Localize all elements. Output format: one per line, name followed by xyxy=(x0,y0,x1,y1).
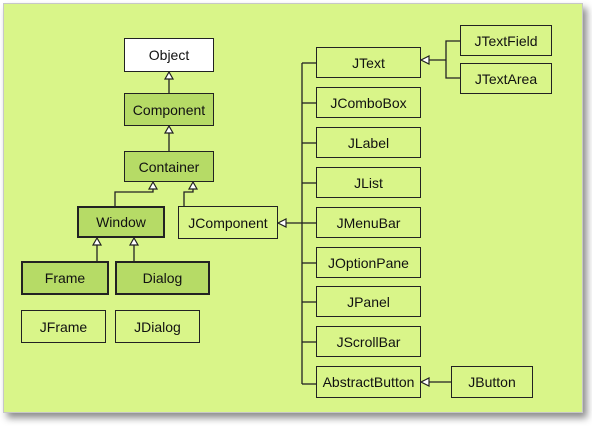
class-jtextarea: JTextArea xyxy=(460,63,552,94)
class-container: Container xyxy=(124,151,214,182)
class-jcomponent: JComponent xyxy=(178,206,278,239)
class-component: Component xyxy=(124,93,214,126)
arrowhead-container-right xyxy=(187,180,199,190)
class-jtextfield: JTextField xyxy=(460,25,552,56)
arrowhead-jcomponent xyxy=(276,218,287,228)
class-joptionpane: JOptionPane xyxy=(316,247,421,278)
class-jmenubar: JMenuBar xyxy=(316,207,421,238)
arrowhead-jtext xyxy=(419,55,430,65)
arrowhead-container-left xyxy=(147,180,159,190)
arrowhead-abstractbutton xyxy=(419,377,430,387)
class-jbutton: JButton xyxy=(451,366,533,398)
class-jdialog: JDialog xyxy=(115,310,200,343)
class-frame: Frame xyxy=(21,261,109,295)
arrowhead-object xyxy=(163,70,175,80)
class-jpanel: JPanel xyxy=(316,286,421,317)
class-jcombobox: JComboBox xyxy=(316,87,421,118)
connector-window-container xyxy=(114,186,154,206)
class-jscrollbar: JScrollBar xyxy=(316,326,421,357)
class-dialog: Dialog xyxy=(115,261,210,295)
class-object: Object xyxy=(124,38,214,72)
connector-jtextfield-jtext xyxy=(445,40,460,79)
class-jframe: JFrame xyxy=(21,310,106,343)
arrowhead-window-right xyxy=(128,236,140,246)
arrowhead-window-left xyxy=(91,236,103,246)
class-abstractbutton: AbstractButton xyxy=(316,366,421,398)
arrowhead-component xyxy=(163,124,175,134)
class-jlabel: JLabel xyxy=(316,127,421,158)
class-jlist: JList xyxy=(316,167,421,198)
class-jtext: JText xyxy=(316,47,421,78)
class-window: Window xyxy=(77,206,165,238)
